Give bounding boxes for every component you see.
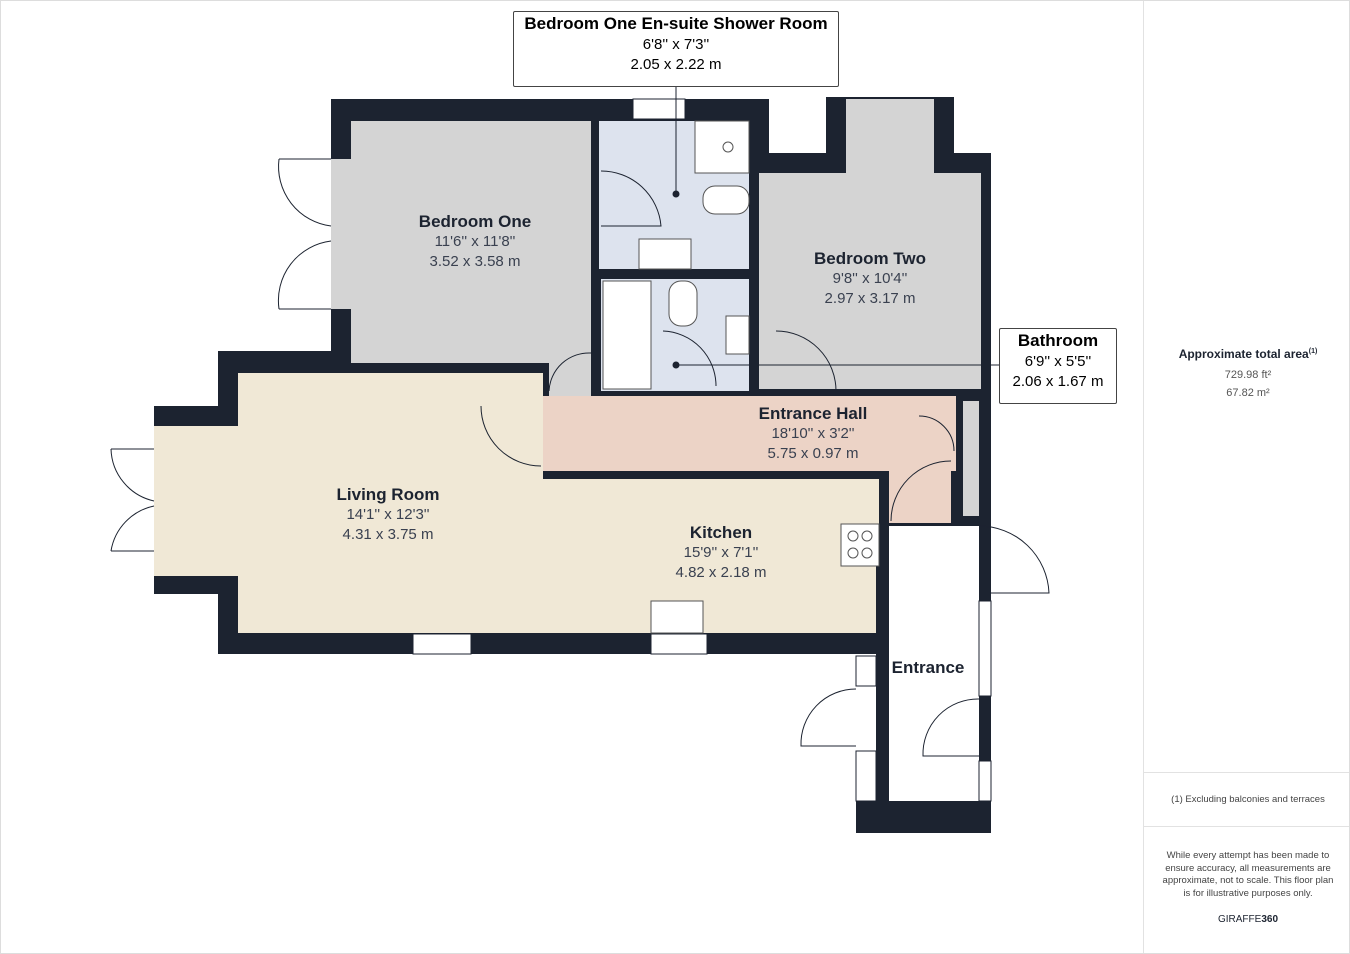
bedroom-two-label: Bedroom Two 9'8'' x 10'4'' 2.97 x 3.17 m [814,249,926,309]
room-metric: 3.52 x 3.58 m [429,253,521,270]
entrance-label: Entrance [892,658,965,678]
room-name: Bedroom One [418,212,532,231]
room-name: Kitchen [689,523,753,542]
footnote: (1) Excluding balconies and terraces [1171,794,1325,805]
ensuite-toilet [702,185,750,215]
summary-panel: Approximate total area(1) 729.98 ft² 67.… [1143,1,1349,953]
room-imperial: 15'9'' x 7'1'' [683,544,759,561]
kitchen-sink [650,600,704,634]
entrance-hall-label: Entrance Hall 18'10'' x 3'2'' 5.75 x 0.97 … [759,404,868,464]
footnote-section: (1) Excluding balconies and terraces [1144,772,1349,827]
floor-plan-drawing [110,85,1050,833]
disclaimer: While every attempt has been made to ens… [1162,850,1334,900]
kitchen-label: Kitchen 15'9'' x 7'1'' 4.82 x 2.18 m [676,523,767,583]
room-imperial: 6'8'' x 7'3'' [642,36,710,53]
area-sqft: 729.98 ft² [1224,369,1272,381]
bathroom-label: Bathroom 6'9'' x 5'5'' 2.06 x 1.67 m [999,328,1117,404]
room-metric: 2.05 x 2.22 m [630,56,722,73]
room-metric: 2.97 x 3.17 m [824,290,916,307]
kitchen-floor [541,479,879,633]
total-area-title: Approximate total area [1178,347,1309,361]
room-imperial: 18'10'' x 3'2'' [771,425,855,442]
bedroom-one-label: Bedroom One 11'6'' x 11'8'' 3.52 x 3.58 m [419,212,531,272]
room-metric: 4.82 x 2.18 m [675,564,767,581]
room-name: Living Room [336,485,440,504]
bedroom-one-floor [351,121,591,363]
footnote-marker: (1) [1308,348,1318,355]
living-room-label: Living Room 14'1'' x 12'3'' 4.31 x 3.75 m [337,485,440,545]
windows [412,98,992,802]
disclaimer-section: While every attempt has been made to ens… [1144,826,1349,925]
area-sqm: 67.82 m² [1226,387,1270,399]
bedroom-two-floor [759,173,981,389]
total-area: Approximate total area(1) 729.98 ft² 67.… [1144,347,1349,399]
shower-tray [694,120,750,174]
room-metric: 5.75 x 0.97 m [767,445,859,462]
room-metric: 4.31 x 3.75 m [342,526,434,543]
room-metric: 2.06 x 1.67 m [1012,373,1104,390]
fixtures [602,120,880,634]
doors [110,158,1050,757]
brand-logo: GIRAFFE360 [1144,913,1349,925]
room-name: Bedroom One En-suite Shower Room [524,14,828,33]
rooms [154,99,991,801]
brand-name: GIRAFFE [1217,913,1262,925]
room-imperial: 6'9'' x 5'5'' [1024,353,1092,370]
ensuite-label: Bedroom One En-suite Shower Room 6'8'' x… [513,11,839,87]
room-imperial: 11'6'' x 11'8'' [434,233,516,250]
bath [602,280,652,390]
room-name: Bathroom [1017,331,1099,350]
ensuite-sink [638,238,692,270]
living-room-floor [238,373,543,633]
bathroom-toilet [668,280,698,327]
room-name: Entrance [891,658,965,677]
hob [840,523,880,567]
bathroom-sink [725,315,750,355]
room-imperial: 14'1'' x 12'3'' [346,506,430,523]
room-name: Entrance Hall [758,404,868,423]
leader-lines [672,85,999,369]
room-imperial: 9'8'' x 10'4'' [832,270,908,287]
hall-floor [543,396,956,471]
brand-number: 360 [1261,913,1279,925]
room-name: Bedroom Two [813,249,927,268]
